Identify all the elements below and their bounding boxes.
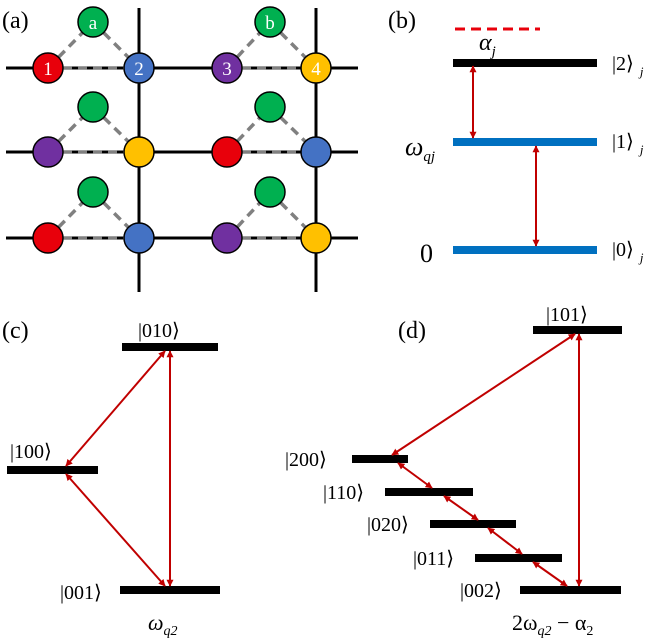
site-node-label: 1 bbox=[43, 59, 53, 80]
site-node bbox=[123, 222, 155, 254]
ket-0: |0⟩j bbox=[612, 239, 644, 265]
zero-energy-label: 0 bbox=[420, 239, 433, 268]
ket-101: |101⟩ bbox=[546, 304, 588, 326]
level-2 bbox=[453, 59, 597, 67]
ket-011: |011⟩ bbox=[413, 548, 454, 570]
coupler-node bbox=[77, 176, 109, 208]
site-node bbox=[123, 52, 155, 84]
arrow-110-020 bbox=[443, 495, 479, 521]
bottom-frequency-label-c: ωq2 bbox=[148, 610, 178, 638]
site-node bbox=[211, 136, 243, 168]
lattice-nodes: a b 1 2 3 4 bbox=[32, 6, 332, 254]
site-node-label: 3 bbox=[222, 59, 232, 80]
coupler-node-label: a bbox=[89, 13, 98, 34]
site-node bbox=[211, 222, 243, 254]
ket-110: |110⟩ bbox=[323, 482, 364, 504]
site-node bbox=[123, 136, 155, 168]
arrow-100-001 bbox=[65, 473, 166, 587]
level-101 bbox=[533, 326, 622, 334]
panel-c: (c) |010⟩ |100⟩ |001⟩ ωq2 bbox=[2, 318, 220, 638]
level-011 bbox=[475, 554, 562, 562]
ket-001: |001⟩ bbox=[60, 582, 102, 604]
panel-a-label: (a) bbox=[2, 8, 29, 34]
level-1 bbox=[453, 138, 597, 146]
arrow-020-011 bbox=[487, 527, 523, 555]
panel-d-label: (d) bbox=[398, 318, 426, 344]
panel-b-label: (b) bbox=[388, 8, 416, 34]
level-002 bbox=[520, 586, 621, 594]
level-020 bbox=[430, 520, 516, 528]
qubit-frequency-label: ωqj bbox=[405, 132, 435, 165]
arrow-200-110 bbox=[397, 462, 433, 489]
level-001 bbox=[120, 586, 220, 594]
site-node bbox=[211, 52, 243, 84]
coupler-node bbox=[254, 6, 286, 38]
level-110 bbox=[385, 488, 473, 496]
level-010 bbox=[122, 343, 218, 351]
panel-c-label: (c) bbox=[2, 318, 29, 344]
anharmonicity-label: αj bbox=[479, 30, 496, 60]
coupler-node bbox=[254, 176, 286, 208]
coupler-node-label: b bbox=[265, 13, 275, 34]
site-node-label: 4 bbox=[311, 59, 321, 80]
level-200 bbox=[352, 455, 408, 463]
panel-b: (b) αj ωqj 0 |2⟩j |1⟩j |0⟩j bbox=[388, 8, 644, 268]
site-node-label: 2 bbox=[134, 59, 144, 80]
panel-a: (a) a b 1 2 3 4 bbox=[2, 6, 358, 292]
level-0 bbox=[453, 246, 597, 254]
ket-010: |010⟩ bbox=[138, 320, 180, 342]
arrow-200-101 bbox=[391, 333, 576, 456]
site-node bbox=[300, 52, 332, 84]
ket-100: |100⟩ bbox=[10, 441, 52, 463]
site-node bbox=[32, 52, 64, 84]
coupler-node bbox=[77, 91, 109, 123]
level-100 bbox=[7, 466, 98, 474]
ket-1: |1⟩j bbox=[612, 131, 644, 157]
ket-002: |002⟩ bbox=[460, 580, 502, 602]
coupler-node bbox=[254, 91, 286, 123]
site-node bbox=[32, 136, 64, 168]
ket-200: |200⟩ bbox=[285, 449, 327, 471]
ket-2: |2⟩j bbox=[612, 53, 644, 79]
panel-d: (d) |101⟩ |200⟩ |110⟩ |020⟩ |011⟩ |002⟩ … bbox=[285, 304, 622, 638]
site-node bbox=[32, 222, 64, 254]
bottom-frequency-label-d: 2ωq2 − α2 bbox=[512, 610, 593, 638]
ket-020: |020⟩ bbox=[367, 514, 409, 536]
site-node bbox=[300, 222, 332, 254]
arrow-011-002 bbox=[532, 561, 568, 587]
arrow-100-010 bbox=[65, 350, 166, 467]
coupler-node bbox=[77, 6, 109, 38]
site-node bbox=[300, 136, 332, 168]
